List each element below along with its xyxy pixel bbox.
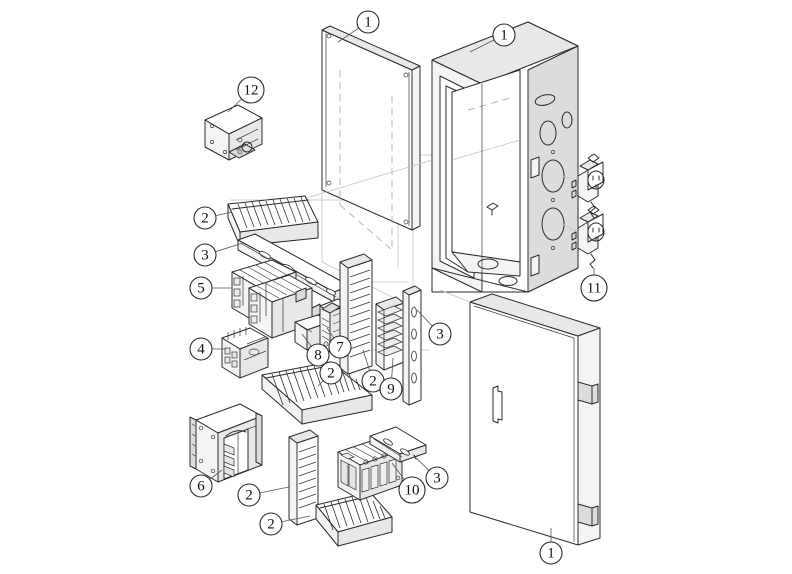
callout-leader-line [391, 462, 405, 480]
callout-leader-line [469, 39, 495, 53]
callout-balloon-11[interactable]: 11 [580, 268, 608, 302]
callout-number: 9 [387, 382, 395, 398]
callout-number: 10 [405, 483, 420, 499]
callout-circle[interactable] [379, 377, 403, 401]
callout-balloon-3[interactable]: 3 [415, 457, 449, 490]
duplex-receptacle-upper [571, 153, 605, 203]
callout-number: 3 [201, 248, 209, 264]
callout-leader-line [362, 349, 371, 371]
callout-leader-line [301, 333, 312, 347]
callout-balloon-2[interactable]: 2 [237, 483, 290, 507]
callout-number: 11 [587, 281, 601, 297]
callout-circle[interactable] [539, 541, 563, 565]
duplex-receptacle-lower [561, 175, 605, 269]
callout-balloon-5[interactable]: 5 [189, 276, 231, 300]
callout-circle[interactable] [189, 474, 213, 498]
callout-balloon-2[interactable]: 2 [317, 361, 343, 387]
contactor-assembly [231, 259, 321, 339]
callout-number: 1 [547, 546, 555, 562]
callout-number: 6 [197, 479, 205, 495]
terminal-block-strip [375, 296, 405, 371]
callout-circle[interactable] [319, 361, 343, 385]
enclosure-body [299, 21, 579, 293]
callout-number: 8 [314, 348, 322, 364]
callout-circle[interactable] [356, 10, 380, 34]
callout-number: 12 [244, 83, 259, 99]
callout-number: 1 [364, 15, 372, 31]
callout-leader-line [215, 242, 244, 253]
callout-circle[interactable] [189, 337, 213, 361]
din-rail-short [369, 426, 427, 463]
callout-number: 1 [500, 28, 508, 44]
callout-balloon-6[interactable]: 6 [189, 469, 223, 498]
callout-number: 3 [436, 327, 444, 343]
callout-number: 4 [197, 342, 205, 358]
callout-balloon-9[interactable]: 9 [379, 357, 403, 401]
wire-duct-vertical-lower [288, 429, 319, 526]
callout-circle[interactable] [189, 276, 213, 300]
callout-balloon-3[interactable]: 3 [416, 309, 452, 346]
callout-balloon-7[interactable]: 7 [326, 327, 352, 359]
callout-leader-line [259, 486, 290, 494]
callout-balloon-2[interactable]: 2 [259, 512, 311, 536]
callout-number: 2 [201, 211, 209, 227]
transformer [189, 403, 263, 483]
callout-circle[interactable] [193, 243, 217, 267]
callout-balloon-8[interactable]: 8 [301, 333, 330, 367]
callout-number: 2 [369, 374, 377, 390]
callout-circle[interactable] [425, 466, 449, 490]
callout-number: 2 [267, 517, 275, 533]
callout-leader-line [416, 309, 433, 327]
overload-relay [221, 327, 269, 379]
callout-number: 2 [245, 488, 253, 504]
callout-circle[interactable] [580, 274, 608, 302]
callout-circle[interactable] [398, 476, 426, 504]
callout-number: 5 [197, 281, 205, 297]
callout-balloon-10[interactable]: 10 [391, 462, 426, 504]
callout-circle[interactable] [193, 206, 217, 230]
callout-leader-line [215, 211, 233, 217]
callout-balloon-1[interactable]: 1 [469, 23, 516, 53]
din-rail-vertical [402, 285, 422, 406]
power-supply-module [204, 104, 263, 161]
callout-number: 7 [336, 340, 344, 356]
callout-number: 2 [327, 366, 335, 382]
callout-circle[interactable] [237, 76, 265, 104]
callout-balloon-1[interactable]: 1 [539, 528, 563, 565]
callout-leader-line [415, 457, 430, 471]
callout-balloon-3[interactable]: 3 [193, 242, 244, 267]
callout-balloon-1[interactable]: 1 [337, 10, 380, 43]
callout-leader-line [227, 98, 242, 113]
callout-leader-line [317, 380, 324, 387]
callout-leader-line [281, 515, 311, 523]
callout-circle[interactable] [306, 343, 330, 367]
wire-duct-upper [227, 195, 319, 247]
callout-leader-line [326, 327, 335, 339]
callout-leader-line [337, 27, 360, 43]
callout-leader-line [209, 469, 223, 480]
callout-circle[interactable] [492, 23, 516, 47]
back-panel [321, 25, 421, 301]
callout-leader-line [391, 357, 394, 379]
callout-number: 3 [433, 471, 441, 487]
callout-balloon-4[interactable]: 4 [189, 337, 226, 361]
enclosure-door [439, 289, 601, 546]
callout-circle[interactable] [328, 335, 352, 359]
wire-duct-bottom [315, 491, 393, 547]
callout-circle[interactable] [237, 483, 261, 507]
callout-circle[interactable] [428, 322, 452, 346]
callout-balloon-2[interactable]: 2 [193, 206, 233, 230]
callout-circle[interactable] [259, 512, 283, 536]
callout-balloon-12[interactable]: 12 [227, 76, 265, 113]
